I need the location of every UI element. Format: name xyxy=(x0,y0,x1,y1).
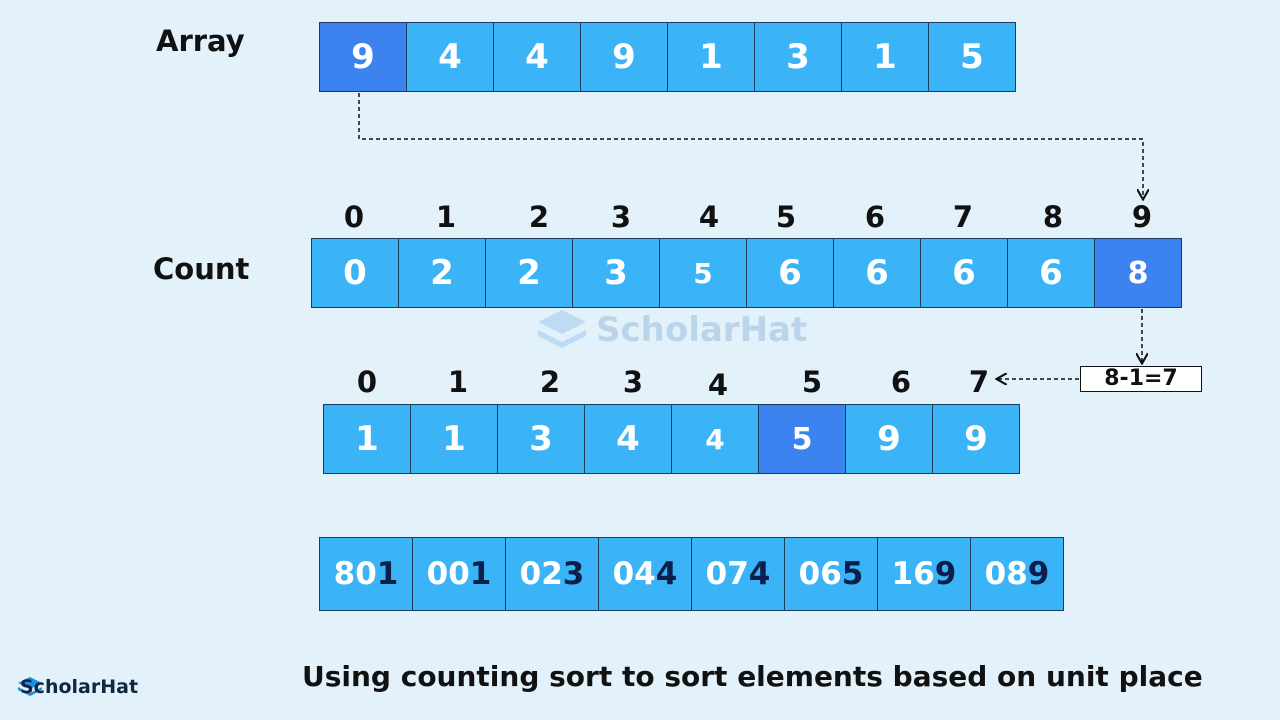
number-prefix: 16 xyxy=(891,556,935,592)
watermark-text: ScholarHat xyxy=(596,310,808,350)
stacked-layers-icon xyxy=(18,677,42,696)
output-index: 3 xyxy=(622,365,644,399)
count-index: 0 xyxy=(343,200,365,234)
output-index: 4 xyxy=(707,368,729,402)
output-cell: 9 xyxy=(845,404,933,474)
output-index: 7 xyxy=(968,365,990,399)
count-label: Count xyxy=(153,252,250,286)
calculation-box: 8-1=7 xyxy=(1080,366,1202,392)
unit-digit: 4 xyxy=(748,556,771,592)
unit-digit: 5 xyxy=(841,556,864,592)
output-cell: 4 xyxy=(671,404,759,474)
count-cell: 6 xyxy=(746,238,834,308)
number-prefix: 06 xyxy=(798,556,842,592)
array-row: 9 4 4 9 1 3 1 5 xyxy=(319,22,1016,92)
count-index: 9 xyxy=(1131,200,1153,234)
unit-digit: 3 xyxy=(562,556,585,592)
brand-logo: ScholarHat xyxy=(16,674,138,700)
count-index: 8 xyxy=(1042,200,1064,234)
count-cell: 2 xyxy=(485,238,573,308)
count-cell: 6 xyxy=(833,238,921,308)
array-cell: 4 xyxy=(493,22,581,92)
output-index: 6 xyxy=(890,365,912,399)
number-prefix: 00 xyxy=(426,556,470,592)
output-index: 2 xyxy=(539,365,561,399)
output-cell: 4 xyxy=(584,404,672,474)
array-to-count-arrow xyxy=(358,93,1143,198)
output-cell: 5 xyxy=(758,404,846,474)
number-prefix: 07 xyxy=(705,556,749,592)
output-index: 1 xyxy=(447,365,469,399)
number-prefix: 80 xyxy=(333,556,377,592)
unit-digit: 1 xyxy=(469,556,492,592)
array-cell: 9 xyxy=(319,22,407,92)
count-cell: 3 xyxy=(572,238,660,308)
count-index: 2 xyxy=(528,200,550,234)
array-cell: 4 xyxy=(406,22,494,92)
unit-digit: 9 xyxy=(934,556,957,592)
number-prefix: 08 xyxy=(984,556,1028,592)
count-cell: 2 xyxy=(398,238,486,308)
brand-name: ScholarHat xyxy=(20,676,139,698)
number-prefix: 04 xyxy=(612,556,656,592)
output-cell: 9 xyxy=(932,404,1020,474)
count-row: 0 2 2 3 5 6 6 6 6 8 xyxy=(311,238,1182,308)
number-prefix: 02 xyxy=(519,556,563,592)
output-index: 5 xyxy=(801,365,823,399)
array-cell: 1 xyxy=(667,22,755,92)
stacked-layers-icon xyxy=(538,310,586,348)
count-cell: 6 xyxy=(920,238,1008,308)
array-label: Array xyxy=(156,24,245,58)
array-cell: 5 xyxy=(928,22,1016,92)
unit-digit: 4 xyxy=(655,556,678,592)
watermark: ScholarHat xyxy=(534,306,807,354)
output-cell: 1 xyxy=(410,404,498,474)
caption: Using counting sort to sort elements bas… xyxy=(302,660,1203,693)
unit-digit: 9 xyxy=(1027,556,1050,592)
count-index: 4 xyxy=(698,200,720,234)
output-cell: 3 xyxy=(497,404,585,474)
count-cell: 6 xyxy=(1007,238,1095,308)
count-index: 3 xyxy=(610,200,632,234)
output-cell: 1 xyxy=(323,404,411,474)
count-index: 7 xyxy=(952,200,974,234)
output-row: 1 1 3 4 4 5 9 9 xyxy=(323,404,1020,474)
array-cell: 9 xyxy=(580,22,668,92)
count-index: 1 xyxy=(435,200,457,234)
count-index: 6 xyxy=(864,200,886,234)
array-cell: 1 xyxy=(841,22,929,92)
array-cell: 3 xyxy=(754,22,842,92)
count-cell: 8 xyxy=(1094,238,1182,308)
output-index: 0 xyxy=(356,365,378,399)
count-index: 5 xyxy=(775,200,797,234)
count-cell: 5 xyxy=(659,238,747,308)
count-cell: 0 xyxy=(311,238,399,308)
unit-digit: 1 xyxy=(376,556,399,592)
